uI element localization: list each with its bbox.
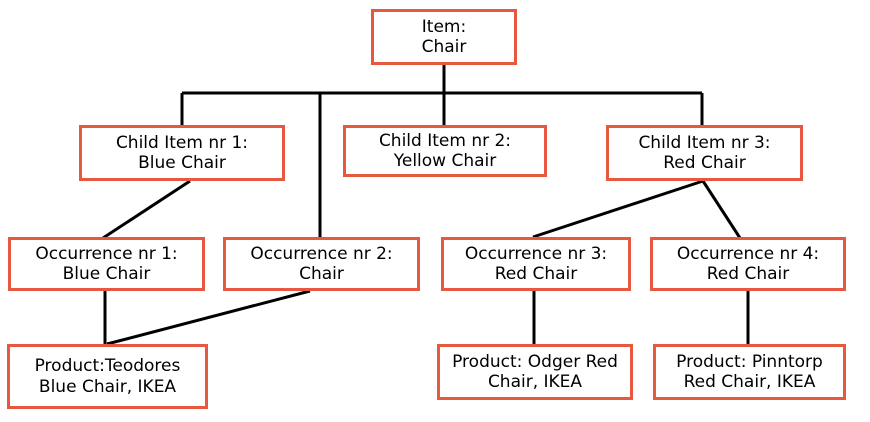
- node-label-line2: Red Chair, IKEA: [683, 372, 816, 392]
- node-child-item-2[interactable]: Child Item nr 2:Yellow Chair: [343, 125, 547, 177]
- node-label-line1: Child Item nr 2:: [378, 130, 512, 151]
- node-label-line2: Blue Chair, IKEA: [38, 376, 177, 397]
- node-label-line2: Chair, IKEA: [487, 372, 583, 392]
- node-label-line1: Product:Teodores: [34, 356, 181, 377]
- connector-occurrence-2-to-product-teodores: [106, 289, 311, 346]
- node-occurrence-1[interactable]: Occurrence nr 1:Blue Chair: [8, 237, 205, 291]
- node-occurrence-3[interactable]: Occurrence nr 3:Red Chair: [441, 237, 631, 291]
- node-label-line1: Occurrence nr 4:: [676, 243, 820, 264]
- node-label-line1: Product: Pinntorp: [676, 351, 823, 372]
- node-child-item-3[interactable]: Child Item nr 3:Red Chair: [606, 125, 803, 181]
- node-label-line2: Yellow Chair: [393, 151, 497, 171]
- node-occurrence-4[interactable]: Occurrence nr 4:Red Chair: [650, 237, 846, 291]
- connector-child-item-3-to-occurrence-4: [701, 180, 742, 239]
- node-label-line1: Child Item nr 3:: [638, 132, 771, 153]
- node-label-line1: Occurrence nr 1:: [35, 243, 178, 264]
- node-label-line2: Red Chair: [494, 264, 578, 284]
- node-occurrence-2[interactable]: Occurrence nr 2:Chair: [223, 237, 420, 291]
- node-child-item-1[interactable]: Child Item nr 1:Blue Chair: [79, 125, 285, 181]
- node-label-line1: Product: Odger Red: [452, 351, 618, 372]
- node-label-line2: Chair: [421, 37, 467, 57]
- node-label-line1: Item:: [421, 16, 467, 37]
- node-label-line1: Occurrence nr 3:: [464, 243, 608, 264]
- node-label-line2: Chair: [299, 264, 344, 284]
- node-label-line2: Red Chair: [706, 264, 790, 284]
- node-item-chair[interactable]: Item:Chair: [371, 9, 517, 65]
- connector-child-item-3-to-occurrence-3: [532, 179, 704, 239]
- node-label-line1: Occurrence nr 2:: [250, 243, 393, 264]
- node-label-line2: Blue Chair: [62, 264, 151, 284]
- node-label-line2: Blue Chair: [138, 153, 226, 173]
- node-label-line1: Child Item nr 1:: [115, 132, 249, 153]
- node-label-line2: Red Chair: [663, 153, 746, 173]
- connector-child-item-1-to-occurrence-1: [102, 179, 191, 240]
